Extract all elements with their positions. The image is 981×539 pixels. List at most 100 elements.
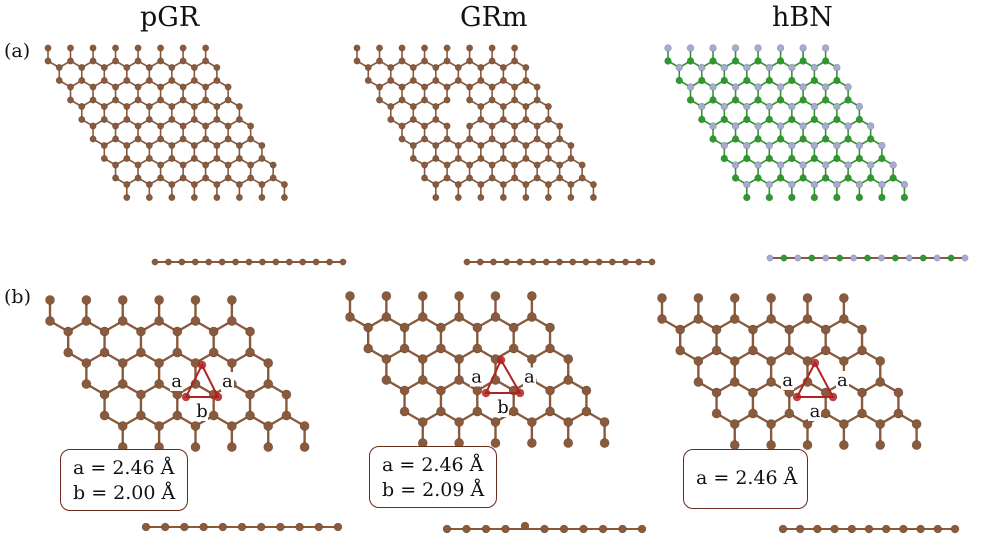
atom	[490, 417, 501, 427]
atom	[533, 161, 541, 169]
atom	[387, 103, 395, 111]
atom	[117, 421, 128, 431]
side-atom	[442, 524, 452, 534]
side-atom	[780, 254, 788, 262]
side-atom	[501, 524, 510, 534]
atom	[157, 44, 165, 52]
side-atom	[795, 524, 805, 534]
atom	[123, 194, 131, 202]
atom	[364, 77, 372, 85]
side-atom	[462, 524, 471, 534]
atom	[421, 83, 429, 91]
atom	[526, 291, 537, 301]
atom	[399, 322, 410, 333]
atom	[145, 155, 153, 163]
atom	[743, 102, 751, 111]
atom	[544, 194, 552, 202]
atom	[117, 358, 128, 368]
atom	[112, 83, 120, 91]
atom	[100, 103, 108, 111]
atom	[112, 44, 120, 52]
atom	[556, 135, 564, 143]
atom	[454, 142, 462, 150]
atom	[208, 410, 219, 421]
atom	[443, 44, 451, 52]
atom	[55, 77, 63, 85]
atom	[477, 194, 485, 202]
side-atom	[808, 254, 816, 262]
atom	[833, 193, 841, 202]
atom	[533, 174, 541, 182]
atom	[720, 76, 728, 85]
atom	[213, 116, 221, 124]
side-atom	[272, 258, 280, 266]
atom	[157, 135, 165, 143]
atom	[581, 406, 592, 417]
atom	[799, 161, 807, 169]
atom	[578, 161, 586, 169]
side-atom	[191, 258, 199, 266]
atom	[247, 174, 255, 182]
atom	[821, 44, 830, 52]
atom	[765, 180, 774, 189]
atom	[190, 103, 198, 111]
atom	[409, 142, 417, 150]
atom	[466, 96, 474, 104]
atom	[154, 379, 165, 389]
atom	[436, 343, 446, 354]
atom	[709, 83, 717, 91]
atom	[833, 180, 841, 189]
atom	[190, 64, 198, 72]
atom	[522, 155, 530, 163]
atom	[533, 96, 541, 104]
atom	[788, 180, 796, 189]
hbn-detail-side-view	[778, 524, 960, 534]
atom	[754, 96, 762, 104]
side-label-bg	[808, 402, 821, 421]
atom	[466, 57, 474, 65]
atom	[765, 115, 774, 124]
triangle-side-label: a	[524, 367, 535, 388]
atom	[686, 96, 695, 104]
side-atom	[245, 258, 253, 266]
atom	[381, 354, 392, 364]
atom	[226, 442, 237, 452]
atom	[748, 408, 758, 419]
atom	[454, 194, 462, 202]
atom	[45, 295, 55, 305]
atom	[821, 57, 830, 65]
side-atom	[598, 524, 608, 534]
atom	[844, 161, 852, 169]
atom	[731, 44, 740, 52]
atom	[398, 83, 406, 91]
atom	[709, 96, 717, 104]
atom	[748, 324, 758, 335]
atom	[123, 77, 131, 85]
atom	[766, 293, 777, 303]
side-atom	[608, 258, 616, 266]
side-atom	[881, 524, 891, 534]
triangle-side-label: a	[171, 371, 182, 392]
atom	[490, 438, 501, 448]
atom	[269, 161, 277, 169]
atom	[743, 180, 751, 189]
atom	[802, 419, 813, 429]
atom	[526, 417, 537, 427]
triangle-side-label: b	[497, 397, 509, 418]
side-atom	[648, 258, 656, 266]
atom	[499, 116, 507, 124]
atom	[168, 194, 176, 202]
atom	[866, 122, 875, 130]
atom	[686, 44, 695, 52]
atom	[432, 116, 440, 124]
atom	[190, 442, 201, 452]
atom	[190, 155, 198, 163]
atom	[821, 96, 830, 104]
atom	[443, 83, 451, 91]
atom	[399, 406, 410, 417]
atom	[179, 83, 187, 91]
side-atom	[637, 524, 647, 534]
atom	[436, 322, 446, 333]
atom	[765, 193, 774, 202]
atom	[168, 77, 176, 85]
